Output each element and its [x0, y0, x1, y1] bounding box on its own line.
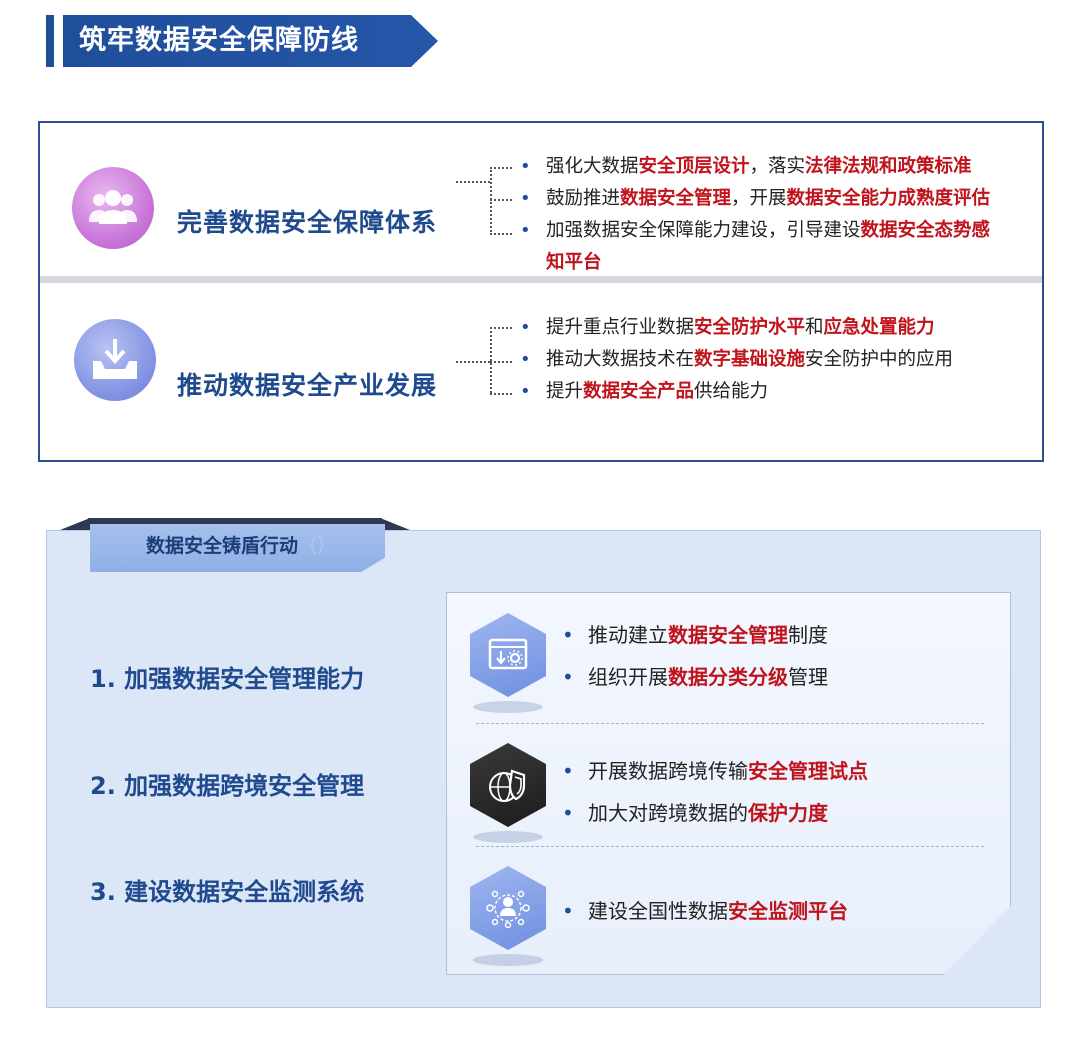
list-item: •建设全国性数据安全监测平台: [562, 899, 848, 923]
action-item-3: 3. 建设数据安全监测系统: [90, 878, 365, 906]
bracket-line: [490, 327, 492, 393]
list-item: •开展数据跨境传输安全管理试点: [562, 759, 868, 783]
bracket-line: [490, 167, 492, 235]
people-group-icon: [72, 167, 154, 249]
card3-bullets: •建设全国性数据安全监测平台: [562, 890, 848, 932]
list-item: •推动建立数据安全管理制度: [562, 623, 828, 647]
list-item: •鼓励推进数据安全管理，开展数据安全能力成熟度评估: [520, 188, 991, 209]
list-item: •组织开展数据分类分级管理: [562, 665, 828, 689]
bracket-connector: [456, 181, 490, 183]
list-item: •推动大数据技术在数字基础设施安全防护中的应用: [520, 349, 954, 370]
section2-bullets: •提升重点行业数据安全防护水平和应急处置能力 •推动大数据技术在数字基础设施安全…: [518, 312, 953, 408]
section-title-industry-development: 推动数据安全产业发展: [177, 371, 438, 400]
section-title-security-system: 完善数据安全保障体系: [177, 208, 438, 237]
policy-box: 完善数据安全保障体系 •强化大数据安全顶层设计，落实法律法规和政策标准 •鼓励推…: [38, 121, 1044, 462]
action-tab: 数据安全铸盾行动（）: [90, 524, 385, 572]
list-item: •提升重点行业数据安全防护水平和应急处置能力: [520, 317, 935, 338]
list-item: •提升数据安全产品供给能力: [520, 381, 769, 402]
card-divider: [476, 723, 984, 724]
action-item-1: 1. 加强数据安全管理能力: [90, 665, 365, 693]
section1-bullets: •强化大数据安全顶层设计，落实法律法规和政策标准 •鼓励推进数据安全管理，开展数…: [518, 151, 990, 279]
title-accent-stripe: [46, 15, 54, 67]
download-tray-icon: [74, 319, 156, 401]
card2-bullets: •开展数据跨境传输安全管理试点 •加大对跨境数据的保护力度: [562, 750, 868, 834]
card-divider: [476, 846, 984, 847]
card1-bullets: •推动建立数据安全管理制度 •组织开展数据分类分级管理: [562, 614, 828, 698]
action-item-2: 2. 加强数据跨境安全管理: [90, 772, 365, 800]
list-item: •强化大数据安全顶层设计，落实法律法规和政策标准: [520, 156, 972, 177]
page-title: 筑牢数据安全保障防线: [63, 15, 438, 67]
bracket-connector: [456, 361, 490, 363]
list-item: •加强数据安全保障能力建设，引导建设数据安全态势感知平台: [520, 220, 991, 273]
list-item: •加大对跨境数据的保护力度: [562, 801, 828, 825]
section-divider: [40, 276, 1042, 283]
